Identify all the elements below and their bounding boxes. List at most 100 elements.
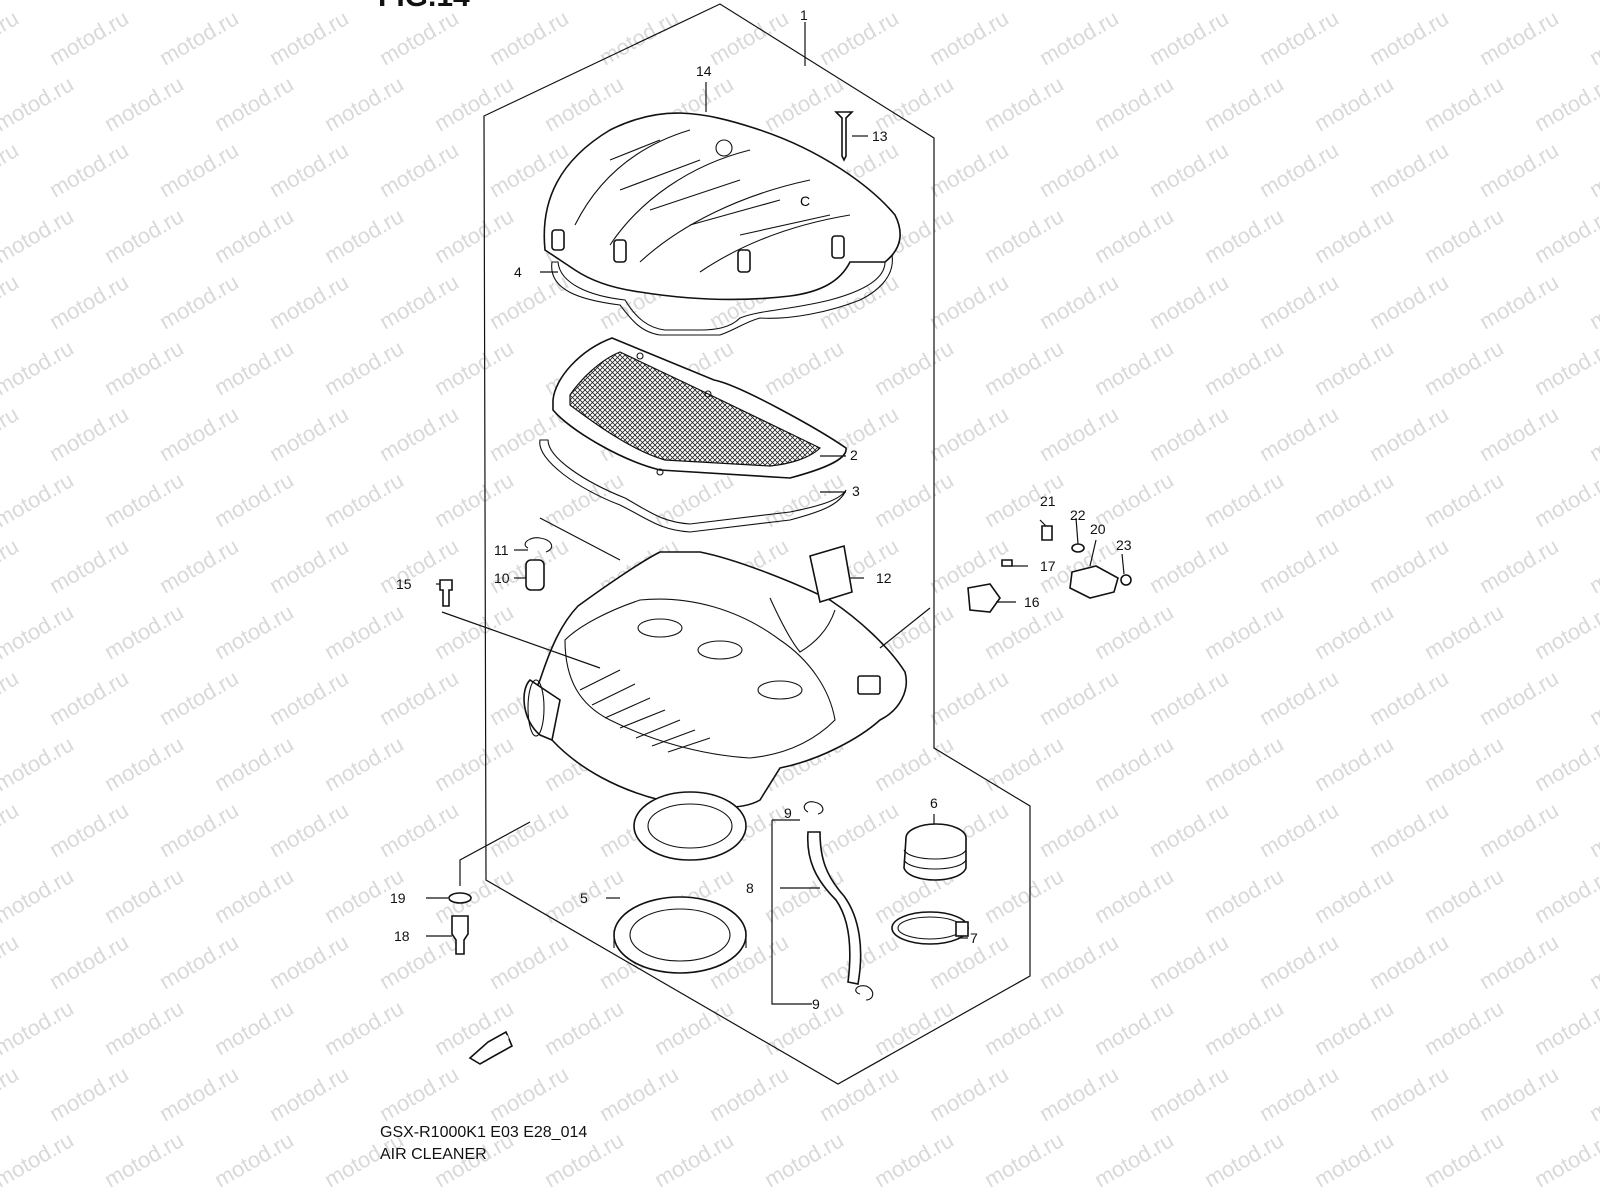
watermark-text: motod.ru <box>1585 401 1600 466</box>
intake-funnel <box>613 791 747 974</box>
watermark-text: motod.ru <box>375 5 463 70</box>
watermark-text: motod.ru <box>45 1061 133 1126</box>
watermark-text: motod.ru <box>1145 401 1233 466</box>
watermark-text: motod.ru <box>265 1061 353 1126</box>
watermark-text: motod.ru <box>265 665 353 730</box>
watermark-text: motod.ru <box>100 599 188 664</box>
callouts: 1 2 3 4 5 6 7 8 9 9 10 11 12 13 14 15 16… <box>390 7 1132 1012</box>
callout-11: 11 <box>494 542 509 558</box>
callout-15: 15 <box>396 576 412 592</box>
callout-14: 14 <box>696 63 712 79</box>
watermark-text: motod.ru <box>0 137 23 202</box>
watermark-text: motod.ru <box>1035 665 1123 730</box>
watermark-text: motod.ru <box>430 599 518 664</box>
watermark-text: motod.ru <box>0 71 78 136</box>
watermark-text: motod.ru <box>870 731 958 796</box>
watermark-text: motod.ru <box>155 5 243 70</box>
callout-2: 2 <box>850 447 858 463</box>
watermark-text: motod.ru <box>1475 929 1563 994</box>
watermark-text: motod.ru <box>1310 599 1398 664</box>
watermark-text: motod.ru <box>1530 203 1600 268</box>
watermark-text: motod.ru <box>1365 5 1453 70</box>
watermark-text: motod.ru <box>320 731 408 796</box>
watermark-text: motod.ru <box>375 1061 463 1126</box>
watermark-text: motod.ru <box>1145 929 1233 994</box>
box-bolt <box>439 579 453 607</box>
watermark-text: motod.ru <box>1310 0 1398 4</box>
watermark-text: motod.ru <box>265 797 353 862</box>
upper-case-cover: C <box>543 112 901 301</box>
callout-22: 22 <box>1070 507 1086 523</box>
watermark-text: motod.ru <box>210 71 298 136</box>
callout-3: 3 <box>852 483 860 499</box>
watermark-text: motod.ru <box>1585 269 1600 334</box>
watermark-text: motod.ru <box>210 467 298 532</box>
watermark-text: motod.ru <box>1420 335 1508 400</box>
watermark-text: motod.ru <box>1035 401 1123 466</box>
watermark-text: motod.ru <box>1035 929 1123 994</box>
sensor-group <box>967 525 1132 613</box>
hose-clip-lower <box>855 985 874 1001</box>
drain-hose <box>806 831 862 985</box>
watermark-text: motod.ru <box>980 335 1068 400</box>
watermark-text: motod.ru <box>1255 401 1343 466</box>
watermark-text: motod.ru <box>1035 5 1123 70</box>
air-box-lower-case <box>523 551 907 809</box>
watermark-text: motod.ru <box>1530 467 1600 532</box>
watermark-text: motod.ru <box>760 1127 848 1192</box>
callout-8: 8 <box>746 880 754 896</box>
watermark-text: motod.ru <box>650 1127 738 1192</box>
watermark-text: motod.ru <box>485 1061 573 1126</box>
hose-clamp <box>891 911 969 945</box>
watermark-text: motod.ru <box>1090 863 1178 928</box>
watermark-text: motod.ru <box>1090 995 1178 1060</box>
watermark-text: motod.ru <box>265 137 353 202</box>
watermark-text: motod.ru <box>0 0 78 4</box>
watermark-text: motod.ru <box>1530 731 1600 796</box>
outlet-boot <box>903 823 967 881</box>
tube-clip <box>524 537 553 553</box>
watermark-text: motod.ru <box>320 335 408 400</box>
watermark-text: motod.ru <box>1530 71 1600 136</box>
watermark-text: motod.ru <box>1200 863 1288 928</box>
watermark-text: motod.ru <box>1475 269 1563 334</box>
watermark-text: motod.ru <box>870 71 958 136</box>
watermark-text: motod.ru <box>1420 467 1508 532</box>
watermark-text: motod.ru <box>705 1061 793 1126</box>
watermark-text: motod.ru <box>1090 599 1178 664</box>
watermark-text: motod.ru <box>1310 71 1398 136</box>
watermark-text: motod.ru <box>210 863 298 928</box>
watermark-text: motod.ru <box>0 1061 23 1126</box>
watermark-text: motod.ru <box>1200 731 1288 796</box>
watermark-text: motod.ru <box>1310 203 1398 268</box>
watermark-text: motod.ru <box>1200 71 1288 136</box>
watermark-text: motod.ru <box>1310 995 1398 1060</box>
watermark-text: motod.ru <box>100 0 188 4</box>
callout-12: 12 <box>876 570 892 586</box>
watermark-text: motod.ru <box>1530 863 1600 928</box>
watermark-text: motod.ru <box>155 1061 243 1126</box>
watermark-text: motod.ru <box>100 731 188 796</box>
watermark-text: motod.ru <box>815 5 903 70</box>
watermark-text: motod.ru <box>1365 533 1453 598</box>
watermark-text: motod.ru <box>0 401 23 466</box>
callout-10: 10 <box>494 570 510 586</box>
watermark-text: motod.ru <box>1365 137 1453 202</box>
watermark-text: motod.ru <box>1035 797 1123 862</box>
watermark-text: motod.ru <box>320 599 408 664</box>
figure-title: FIG.14 <box>378 0 470 13</box>
watermark-text: motod.ru <box>320 203 408 268</box>
watermark-text: motod.ru <box>1035 1061 1123 1126</box>
callout-18: 18 <box>394 928 410 944</box>
watermark-text: motod.ru <box>980 863 1068 928</box>
watermark-text: motod.ru <box>430 71 518 136</box>
watermark-text: motod.ru <box>1310 731 1398 796</box>
watermark-text: motod.ru <box>540 467 628 532</box>
callout-16: 16 <box>1024 594 1040 610</box>
watermark-text: motod.ru <box>1420 203 1508 268</box>
callout-1: 1 <box>800 7 808 23</box>
watermark-text: motod.ru <box>265 533 353 598</box>
watermark-text: motod.ru <box>650 995 738 1060</box>
svg-text:C: C <box>800 193 810 209</box>
